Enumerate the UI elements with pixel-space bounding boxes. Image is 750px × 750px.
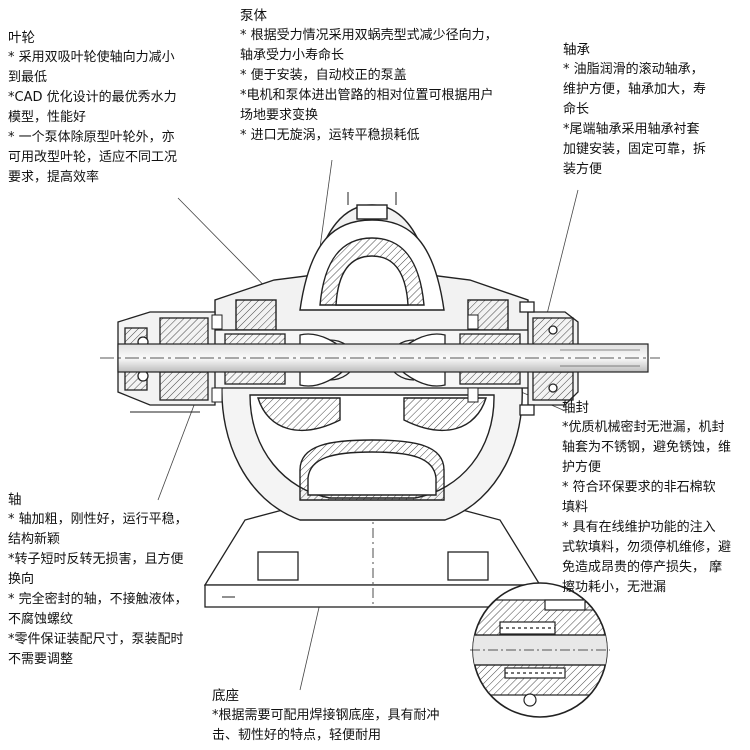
shaft-line: 换向	[8, 572, 35, 587]
seal-line: 轴套为不锈钢，避免锈蚀，维	[562, 440, 732, 455]
impeller-line: 到最低	[8, 70, 48, 85]
shaft-line: *零件保证装配尺寸，泵装配时	[8, 632, 184, 647]
bearing-line: * 油脂润滑的滚动轴承，	[563, 62, 704, 77]
seal-detail-inset	[470, 582, 610, 718]
shaft-line: * 轴加粗，刚性好，运行平稳，	[8, 512, 188, 527]
base-drawing	[203, 507, 546, 608]
impeller-line: 要求，提高效率	[8, 170, 100, 185]
pump-body-line: * 进口无旋涡，运转平稳损耗低	[240, 128, 420, 143]
impeller-line: 模型，性能好	[8, 110, 87, 125]
pump-body-line: 轴承受力小寿命长	[240, 48, 345, 63]
pump-body-line: * 便于安装，自动校正的泵盖	[240, 68, 407, 83]
base-annotation: 底座 *根据需要可配用焊接钢底座，具有耐冲 击、韧性好的特点，轻便耐用	[212, 686, 440, 746]
bearing-line: 命长	[563, 102, 590, 117]
base-line: *根据需要可配用焊接钢底座，具有耐冲	[212, 708, 440, 723]
seal-line: * 符合环保要求的非石棉软	[562, 480, 716, 495]
impeller-title: 叶轮	[8, 30, 35, 46]
bearing-line: 加键安装，固定可靠，拆	[563, 142, 707, 157]
seal-line: 式软填料，勿须停机维修，避	[562, 540, 732, 555]
base-line: 击、韧性好的特点，轻便耐用	[212, 728, 382, 743]
lower-casing	[221, 384, 523, 521]
impeller-line: *CAD 优化设计的最优秀水力	[8, 90, 177, 105]
bearing-annotation: 轴承 * 油脂润滑的滚动轴承， 维护方便，轴承加大，寿 命长 *尾端轴承采用轴承…	[563, 40, 706, 180]
pump-body-line: * 根据受力情况采用双蜗壳型式减少径向力，	[240, 28, 498, 43]
seal-line: 填料	[562, 500, 589, 515]
impeller-line: 可用改型叶轮，适应不同工况	[8, 150, 178, 165]
impeller-line: * 采用双吸叶轮使轴向力减小	[8, 50, 175, 65]
flange-bolts	[211, 314, 479, 403]
seal-title: 轴封	[562, 400, 589, 416]
seal-line: *优质机械密封无泄漏，机封	[562, 420, 725, 435]
shaft-line: 不需要调整	[8, 652, 74, 667]
upper-casing	[214, 192, 529, 333]
bearing-line: 维护方便，轴承加大，寿	[563, 82, 707, 97]
pump-body-line: *电机和泵体进出管路的相对位置可根据用户	[240, 88, 494, 103]
shaft-line: 不腐蚀螺纹	[8, 612, 74, 627]
bearing-line: 装方便	[563, 162, 603, 177]
pump-body-line: 场地要求变换	[240, 108, 319, 123]
impeller-annotation: 叶轮 * 采用双吸叶轮使轴向力减小 到最低 *CAD 优化设计的最优秀水力 模型…	[8, 28, 177, 188]
impeller-line: * 一个泵体除原型叶轮外，亦	[8, 130, 175, 145]
bearing-line: *尾端轴承采用轴承衬套	[563, 122, 700, 137]
bearing-title: 轴承	[563, 42, 590, 58]
seal-line: 护方便	[562, 460, 602, 475]
shaft-title: 轴	[8, 492, 22, 508]
shaft-line: 结构新颖	[8, 532, 61, 547]
seal-line: * 具有在线维护功能的注入	[562, 520, 716, 535]
shaft-line: * 完全密封的轴，不接触液体，	[8, 592, 188, 607]
seal-line: 免造成昂贵的停产损失， 摩	[562, 560, 723, 575]
base-title: 底座	[212, 688, 239, 704]
seal-line: 擦功耗小，无泄漏	[562, 580, 667, 595]
seal-annotation: 轴封 *优质机械密封无泄漏，机封 轴套为不锈钢，避免锈蚀，维 护方便 * 符合环…	[562, 398, 731, 598]
shaft-line: *转子短时反转无损害，且方便	[8, 552, 184, 567]
bearing-leader	[544, 189, 579, 323]
pump-body-title: 泵体	[240, 8, 267, 24]
shaft-drawing	[100, 343, 660, 373]
pump-body-annotation: 泵体 * 根据受力情况采用双蜗壳型式减少径向力， 轴承受力小寿命长 * 便于安装…	[240, 6, 498, 146]
shaft-annotation: 轴 * 轴加粗，刚性好，运行平稳， 结构新颖 *转子短时反转无损害，且方便 换向…	[8, 490, 188, 670]
